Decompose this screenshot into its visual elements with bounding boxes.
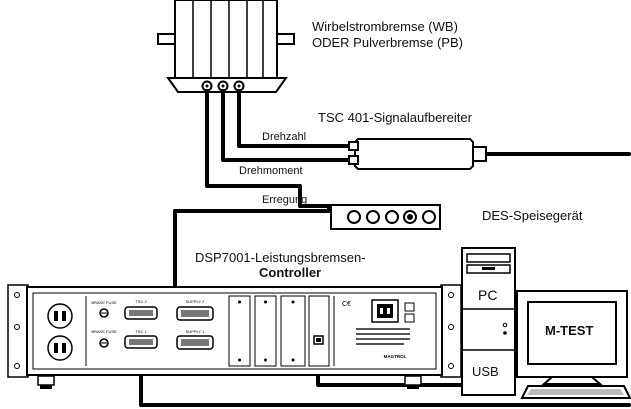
brake-fuse-label-1: BRAKE FUSE [91,300,117,305]
excitation-label: Erregung [262,194,308,206]
signal-conditioner [348,138,487,170]
speed-label: Drehzahl [262,131,307,143]
supply1-panel-label: SUPPLY 1 [186,329,206,334]
supply2-panel-label: SUPPLY 2 [186,299,206,304]
tsc1-panel-label: TSC 1 [135,329,147,334]
magtrol-panel-label: MAGTROL [384,354,407,359]
pc-label: PC [478,287,498,303]
controller-label-line2: Controller [259,265,322,280]
power-supply [330,204,441,230]
torque-label: Drehmoment [239,165,303,177]
pc-tower [461,247,516,396]
controller-label-line1: DSP7001-Leistungsbremsen- [195,250,366,265]
brake-unit [157,0,295,93]
controller-rack: BRAKE FUSE BRAKE FUSE TSC 2 TSC 1 SUPPLY… [7,284,462,389]
usb-label: USB [472,364,499,379]
brake-label-line2: ODER Pulverbremse (PB) [312,35,463,50]
tsc2-panel-label: TSC 2 [135,299,147,304]
ce-mark: C€ [342,301,351,308]
power-supply-label: DES-Speisegerät [482,208,583,223]
signal-conditioner-label: TSC 401-Signalaufbereiter [318,110,472,125]
software-label: M-TEST [545,323,594,338]
monitor [516,290,631,399]
brake-label-line1: Wirbelstrombremse (WB) [312,19,458,34]
brake-fuse-label-2: BRAKE FUSE [91,329,117,334]
